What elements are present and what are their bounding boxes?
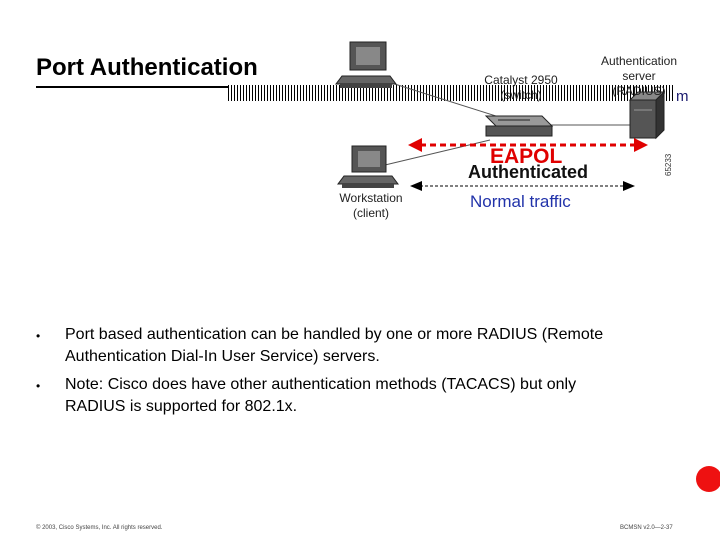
bullet-marker: •	[36, 329, 41, 343]
bullet-text-line: Note: Cisco does have other authenticati…	[65, 376, 577, 393]
title-underline	[36, 86, 302, 88]
eapol-arrow	[408, 138, 648, 152]
top-workstation-icon	[335, 41, 397, 88]
footer-page-ref: BCMSN v2.0—2-37	[620, 525, 673, 531]
switch-label-line-1: Catalyst 2950	[484, 73, 558, 87]
workstation-label-line-2: (client)	[352, 206, 389, 220]
workstation-label-line-1: Workstation	[339, 191, 403, 205]
footer-copyright: © 2003, Cisco Systems, Inc. All rights r…	[36, 525, 163, 531]
accent-dot	[696, 466, 720, 492]
eapol-label: EAPOL	[490, 145, 563, 168]
figure-id: 65233	[664, 153, 673, 176]
header-hatch-band	[228, 85, 673, 101]
switch-label-line-2: (switch)	[500, 88, 542, 102]
server-label-line-2: server	[622, 69, 656, 83]
switch-icon	[484, 115, 554, 137]
server-label-line-1: Authentication	[600, 54, 678, 68]
network-diagram	[335, 41, 666, 191]
bullet-item: Note: Cisco does have other authenticati…	[65, 374, 695, 418]
authenticated-label: Authenticated	[468, 162, 589, 182]
radius-server-icon	[628, 90, 666, 140]
server-label-line-3: (RADIUS)	[612, 84, 666, 98]
bullet-text-line: Authentication Dial-In User Service) ser…	[65, 348, 380, 365]
normal-traffic-label: Normal traffic	[470, 192, 571, 211]
bullet-marker: •	[36, 379, 41, 393]
client-workstation-icon	[337, 145, 399, 188]
normal-traffic-arrow	[410, 181, 635, 191]
bullet-text-line: RADIUS is supported for 802.1x.	[65, 398, 298, 415]
server-label: Authentication server (RADIUS)	[596, 54, 682, 99]
brand-fragment: m	[676, 88, 689, 105]
link-top-workstation-switch	[381, 79, 516, 123]
page-title: Port Authentication	[36, 54, 258, 81]
switch-label: Catalyst 2950 (switch)	[478, 73, 564, 103]
bullet-item: Port based authentication can be handled…	[65, 324, 695, 368]
workstation-label: Workstation (client)	[328, 191, 414, 221]
bullet-text-line: Port based authentication can be handled…	[65, 326, 604, 343]
